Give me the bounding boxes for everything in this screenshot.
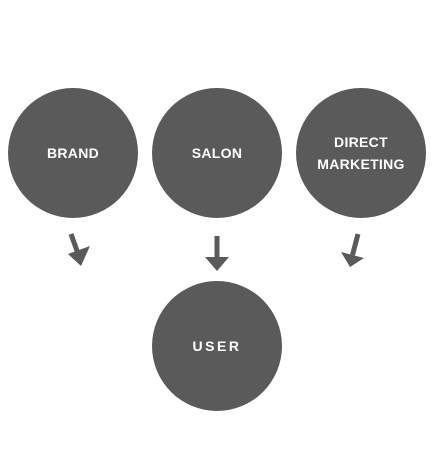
salon-label: SALON	[191, 145, 243, 161]
salon-to-user-arrow	[205, 236, 229, 271]
salon-node: SALON	[152, 88, 282, 218]
user-node: USER	[152, 281, 282, 411]
user-label: USER	[192, 338, 242, 354]
direct-marketing-to-user-arrow	[341, 233, 364, 267]
direct-marketing-node: DIRECT MARKETING	[296, 88, 426, 218]
brand-to-user-arrow	[68, 233, 90, 266]
brand-node: BRAND	[8, 88, 138, 218]
brand-label: BRAND	[46, 145, 100, 161]
direct-marketing-label: DIRECT MARKETING	[317, 134, 405, 172]
